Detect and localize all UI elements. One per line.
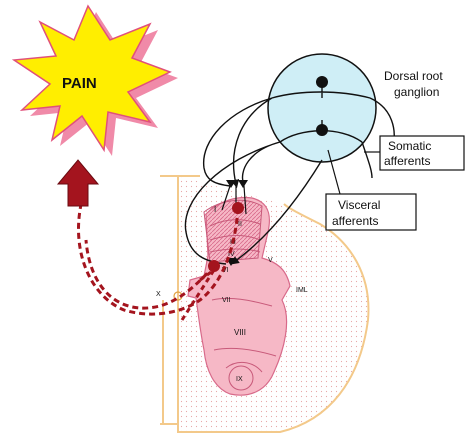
dorsal-root-ganglion: [267, 53, 377, 163]
lamina-label: II: [238, 221, 242, 228]
lamina-borders: [209, 219, 261, 253]
lamina-ix-nucleus: [228, 365, 254, 391]
ventral-horn-borders: [211, 297, 277, 373]
lamina-label: V: [268, 257, 273, 264]
visceral-label-line1: Visceral: [338, 198, 380, 212]
drg-label-line2: ganglion: [394, 85, 439, 99]
lamina-label: IML: [296, 287, 308, 294]
visceral-label-line2: afferents: [332, 214, 378, 228]
drg-label-line1: Dorsal root: [384, 69, 443, 83]
lamina-label: I: [214, 205, 216, 214]
lamina-label: X: [156, 291, 161, 298]
arrowhead: [226, 180, 236, 188]
midline-marker: [160, 175, 200, 425]
lamina-label: VIII: [234, 328, 246, 337]
ascending-pain-tract: [77, 199, 240, 316]
visceral-leader-line: [327, 149, 341, 195]
visceral-label-box: [325, 193, 417, 231]
pain-burst: [11, 4, 172, 153]
somatic-label-line2: afferents: [384, 154, 430, 168]
crossing-fibre: [180, 268, 216, 321]
lamina-label: VII: [222, 297, 231, 304]
ganglion-fibres: [271, 82, 395, 179]
lamina-label: VI: [222, 267, 229, 274]
somatic-afferent-path: [203, 97, 273, 186]
lamina-label: IV: [228, 251, 235, 258]
arrowhead: [238, 180, 248, 188]
pain-label: PAIN: [62, 75, 97, 92]
pain-arrow: [56, 159, 100, 207]
dorsal-root-rootlets: [221, 184, 247, 215]
somatic-label-box: [379, 135, 465, 171]
lamina-label: IX: [236, 376, 243, 383]
somatic-label-line1: Somatic: [388, 139, 431, 153]
